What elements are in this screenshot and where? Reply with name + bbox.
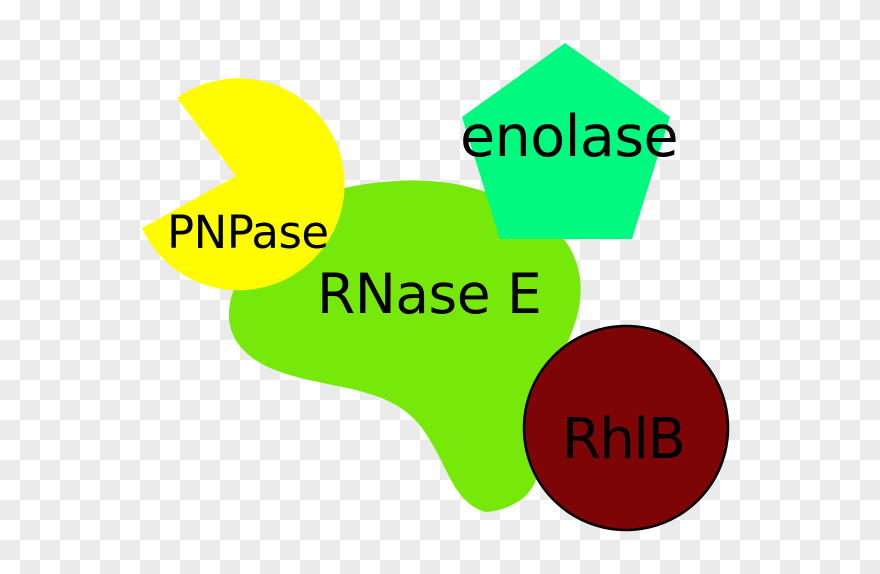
rhlb-circle-shape — [522, 324, 730, 532]
enolase-label: enolase — [460, 104, 678, 170]
pnpase-pacman-shape — [142, 78, 345, 291]
rnase-e-blob-shape — [229, 180, 581, 512]
pnpase-label: PNPase — [167, 206, 329, 259]
enolase-pentagon-shape — [462, 43, 670, 239]
rhlb-label: RhlB — [562, 407, 684, 472]
rnase-e-label: RNase E — [317, 262, 541, 326]
